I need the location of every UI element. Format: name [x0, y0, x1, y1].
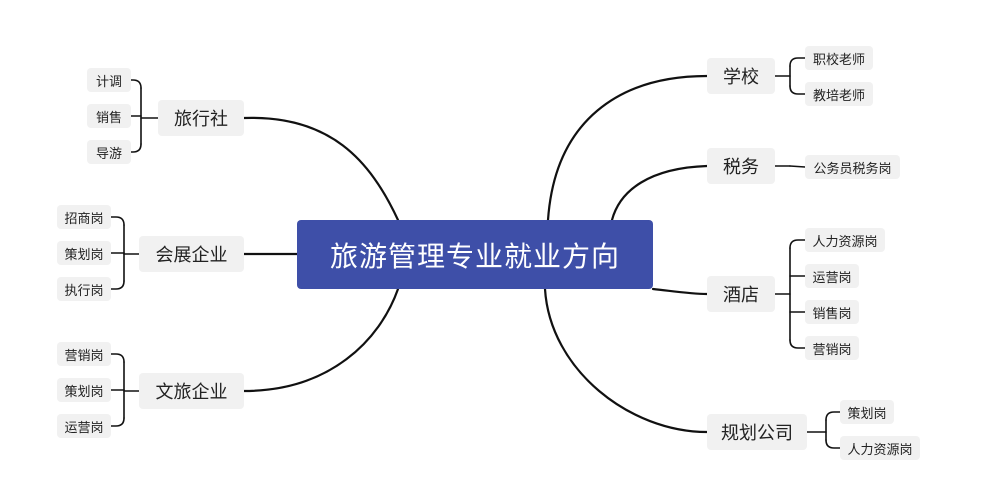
leaf-travel-agency-1[interactable]: 计调: [87, 68, 131, 92]
branch-hotel[interactable]: 酒店: [707, 276, 775, 312]
leaf-planning-1[interactable]: 策划岗: [840, 400, 894, 424]
leaf-exhibition-1[interactable]: 招商岗: [57, 205, 111, 229]
connector-line-2: [242, 287, 400, 393]
leaf-hotel-2[interactable]: 运营岗: [805, 264, 859, 288]
leaf-school-2[interactable]: 教培老师: [805, 82, 873, 106]
branch-exhibition-company[interactable]: 会展企业: [139, 236, 244, 272]
branch-planning-company[interactable]: 规划公司: [707, 414, 807, 450]
connector-line-0: [242, 116, 400, 222]
leaf-hotel-4[interactable]: 营销岗: [805, 336, 859, 360]
branch-taxation[interactable]: 税务: [707, 148, 775, 184]
branch-school[interactable]: 学校: [707, 58, 775, 94]
connector-line-30: [789, 239, 806, 249]
branch-culture-tourism-company[interactable]: 文旅企业: [139, 373, 244, 409]
leaf-travel-agency-3[interactable]: 导游: [87, 140, 131, 164]
connector-line-5: [651, 287, 709, 296]
connector-line-16: [110, 280, 125, 290]
connector-line-11: [130, 143, 142, 153]
connector-line-27: [789, 165, 806, 168]
connector-line-24: [789, 57, 806, 67]
leaf-hotel-3[interactable]: 销售岗: [805, 300, 859, 324]
branch-travel-agency[interactable]: 旅行社: [158, 100, 244, 136]
connector-line-37: [825, 439, 841, 449]
leaf-travel-agency-2[interactable]: 销售: [87, 104, 131, 128]
connector-line-9: [130, 79, 142, 89]
leaf-hotel-1[interactable]: 人力资源岗: [805, 228, 885, 252]
leaf-exhibition-3[interactable]: 执行岗: [57, 277, 111, 301]
central-topic[interactable]: 旅游管理专业就业方向: [297, 220, 653, 289]
connector-line-21: [110, 417, 125, 427]
connector-line-4: [610, 164, 709, 222]
connector-line-36: [825, 411, 841, 421]
connector-line-19: [110, 353, 125, 363]
leaf-culture-tourism-1[interactable]: 营销岗: [57, 342, 111, 366]
leaf-planning-2[interactable]: 人力资源岗: [840, 436, 920, 460]
connector-line-33: [789, 339, 806, 349]
leaf-culture-tourism-2[interactable]: 策划岗: [57, 378, 111, 402]
leaf-exhibition-2[interactable]: 策划岗: [57, 241, 111, 265]
leaf-culture-tourism-3[interactable]: 运营岗: [57, 414, 111, 438]
connector-line-25: [789, 85, 806, 95]
leaf-school-1[interactable]: 职校老师: [805, 46, 873, 70]
leaf-taxation-1[interactable]: 公务员税务岗: [805, 155, 900, 179]
connector-line-14: [110, 216, 125, 226]
connector-line-6: [543, 287, 709, 434]
connector-line-3: [546, 74, 709, 222]
